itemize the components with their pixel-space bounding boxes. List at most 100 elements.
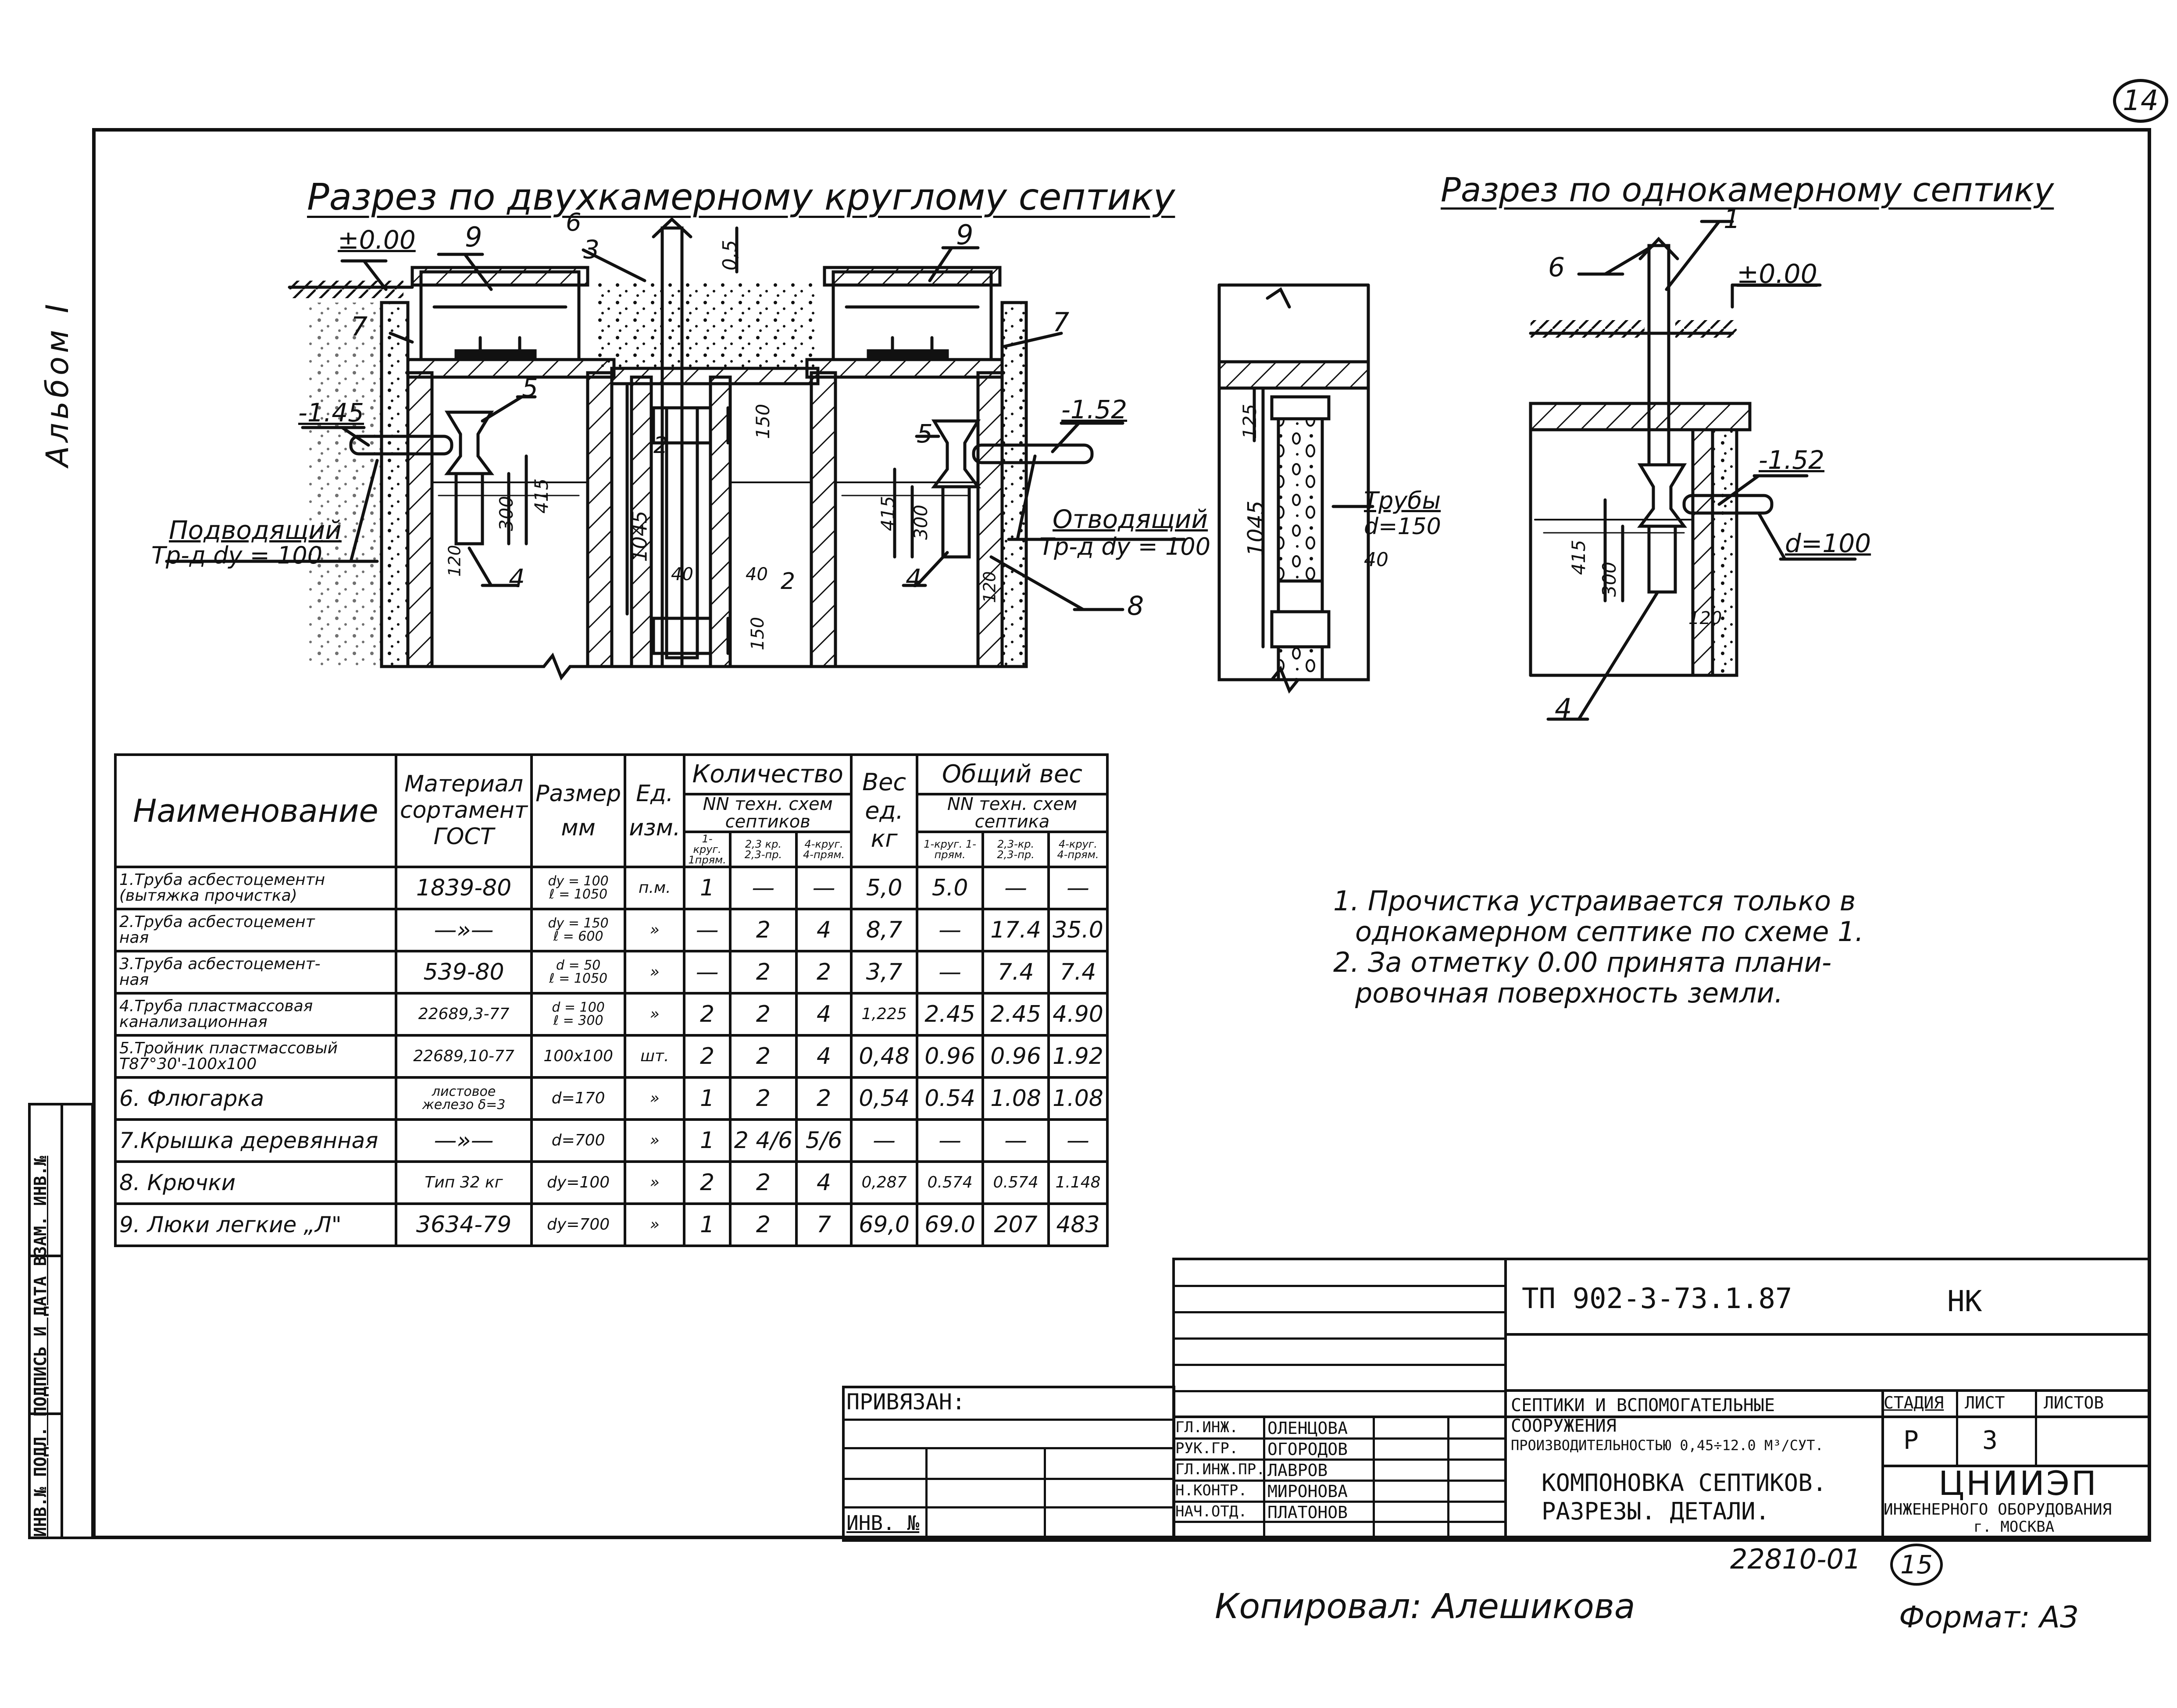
cell-qty-1: 2 — [683, 1160, 732, 1205]
right-section — [1529, 220, 1857, 721]
signature-name: ОГОРОДОВ — [1267, 1440, 1348, 1459]
cell-qty-1: 1 — [683, 1202, 732, 1247]
cell-material: 3634-79 — [394, 1202, 533, 1247]
label-415a: 415 — [531, 478, 553, 514]
cell-qty-2: 2 — [728, 908, 798, 952]
cell-unit-weight: 8,7 — [850, 908, 919, 952]
sheet-value: 3 — [1982, 1425, 1998, 1455]
label-1045-mid: 1045 — [1243, 500, 1269, 556]
signature-name: ОЛЕНЦОВА — [1267, 1419, 1348, 1438]
cell-total-2: 2.45 — [981, 992, 1050, 1037]
label-2b: 2 — [781, 568, 796, 595]
table-row: 1.Труба асбестоцементн(вытяжка прочистка… — [114, 866, 1109, 910]
label-2a: 2 — [653, 432, 668, 459]
label-zero-right: ±0.00 — [1737, 259, 1817, 289]
left-section-title: Разрез по двухкамерному круглому септику — [307, 175, 1175, 218]
cell-material: —»— — [394, 1118, 533, 1163]
label-pipes-1: Трубы — [1364, 487, 1441, 514]
cell-total-2: — — [981, 866, 1050, 910]
cell-unit-weight: 1,225 — [850, 992, 919, 1037]
signature-name: ЛАВРОВ — [1267, 1461, 1328, 1480]
cell-qty-3: 4 — [795, 992, 853, 1037]
cell-total-1: 5.0 — [916, 866, 985, 910]
label-150b: 150 — [748, 617, 768, 651]
label-120a: 120 — [445, 545, 464, 577]
cell-material: 22689,3-77 — [394, 992, 533, 1037]
label-inlet-1: Подводящий — [169, 515, 342, 545]
signature-name: ПЛАТОНОВ — [1267, 1503, 1348, 1522]
cell-size: d=170 — [530, 1076, 627, 1121]
label-300b: 300 — [910, 504, 932, 540]
project-line-3: ПРОИЗВОДИТЕЛЬНОСТЬЮ 0,45÷12.0 М³/СУТ. — [1511, 1437, 1824, 1454]
cell-qty-3: 2 — [795, 950, 853, 995]
label-7a: 7 — [351, 311, 368, 342]
right-section-title: Разрез по однокамерному септику — [1441, 170, 2054, 209]
cell-qty-2: 2 — [728, 1202, 798, 1247]
cell-qty-3: — — [795, 866, 853, 910]
header-qty-col-2: 2,3 кр. 2,3-пр. — [728, 831, 798, 868]
cell-unit: » — [624, 1160, 686, 1205]
label-9b: 9 — [956, 219, 974, 251]
cell-qty-2: — — [728, 866, 798, 910]
cell-qty-3: 4 — [795, 1034, 853, 1079]
label-lvl145: -1.45 — [298, 398, 364, 428]
cell-total-2: 7.4 — [981, 950, 1050, 995]
drawing-frame — [92, 128, 2151, 1539]
label-1-right: 1 — [1724, 204, 1741, 235]
cell-total-2: 17.4 — [981, 908, 1050, 952]
cell-unit: » — [624, 950, 686, 995]
cell-total-1: 69.0 — [916, 1202, 985, 1247]
cell-qty-3: 5/6 — [795, 1118, 853, 1163]
cell-unit: » — [624, 1076, 686, 1121]
label-5b: 5 — [917, 419, 933, 449]
header-unit: Ед.изм. — [624, 753, 686, 868]
cell-total-1: 2.45 — [916, 992, 985, 1037]
cell-name: 8. Крючки — [114, 1160, 397, 1205]
bound-stamp — [842, 1386, 1175, 1542]
note-2b: ровочная поверхность земли. — [1355, 977, 1783, 1009]
cell-total-3: — — [1047, 866, 1109, 910]
label-outlet-1: Отводящий — [1053, 504, 1208, 534]
copied-by: Копировал: Алешикова — [1215, 1587, 1635, 1626]
cell-total-3: 7.4 — [1047, 950, 1109, 995]
cell-unit: » — [624, 1202, 686, 1247]
cell-qty-2: 2 — [728, 1034, 798, 1079]
cell-unit: » — [624, 1118, 686, 1163]
cell-material: 539-80 — [394, 950, 533, 995]
cell-qty-2: 2 — [728, 950, 798, 995]
cell-qty-1: 1 — [683, 866, 732, 910]
cell-material: Тип 32 кг — [394, 1160, 533, 1205]
cell-qty-2: 2 — [728, 1160, 798, 1205]
header-name: Наименование — [114, 753, 397, 868]
cell-qty-3: 4 — [795, 908, 853, 952]
label-3: 3 — [583, 235, 600, 264]
cell-unit: » — [624, 992, 686, 1037]
header-tw-col-1: 1-круг. 1-прям. — [916, 831, 985, 868]
cell-total-1: — — [916, 1118, 985, 1163]
project-line-1: СЕПТИКИ И ВСПОМОГАТЕЛЬНЫЕ — [1511, 1395, 1775, 1416]
cell-size: 100х100 — [530, 1034, 627, 1079]
cell-material: —»— — [394, 908, 533, 952]
org-name: ЦНИИЭП — [1938, 1464, 2098, 1503]
label-4-right: 4 — [1555, 692, 1572, 724]
label-120b: 120 — [980, 571, 999, 603]
org-line-2: ИНЖЕНЕРНОГО ОБОРУДОВАНИЯ — [1884, 1501, 2112, 1519]
label-pipes-2: d=150 — [1364, 513, 1441, 540]
cell-size: dу=700 — [530, 1202, 627, 1247]
cell-total-2: 1.08 — [981, 1076, 1050, 1121]
label-1045-left: 1045 — [628, 510, 652, 562]
cell-total-2: 207 — [981, 1202, 1050, 1247]
cell-total-1: 0.574 — [916, 1160, 985, 1205]
header-qty: Количество — [683, 753, 853, 795]
cell-material: 22689,10-77 — [394, 1034, 533, 1079]
cell-total-3: 35.0 — [1047, 908, 1109, 952]
page-circle: 15 — [1890, 1544, 1943, 1586]
label-outlet-2: Тр-д dу = 100 — [1039, 533, 1211, 560]
